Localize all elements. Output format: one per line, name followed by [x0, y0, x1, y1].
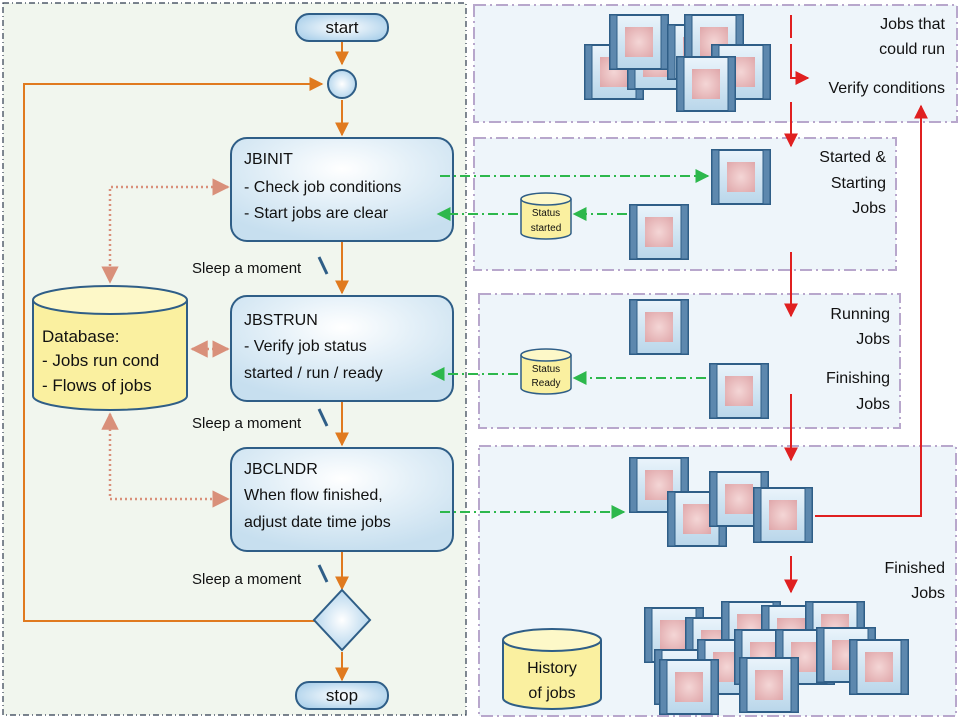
job-icon — [676, 56, 736, 112]
job-icon — [629, 299, 689, 355]
job-icon — [739, 657, 799, 713]
label-verify: Verify conditions — [828, 80, 945, 97]
history-line1: History — [527, 660, 577, 677]
database-line1: - Jobs run cond — [42, 351, 159, 370]
database-title: Database: — [42, 327, 120, 346]
state-transitions — [784, 15, 928, 594]
label-could-run-1: Jobs that — [880, 16, 945, 33]
label-running-1: Running — [830, 306, 890, 323]
status-ready-line2: Ready — [532, 378, 561, 389]
sleep-markers — [317, 256, 329, 583]
database-line2: - Flows of jobs — [42, 376, 152, 395]
status-started-line1: Status — [532, 208, 560, 219]
step-jbstrun — [230, 295, 454, 402]
step-jbstrun-line1: - Verify job status — [244, 338, 367, 355]
step-jbinit-line2: - Start jobs are clear — [244, 205, 389, 222]
label-could-run-2: could run — [879, 41, 945, 58]
job-icon — [609, 14, 669, 70]
database-links — [101, 178, 230, 508]
history-line2: of jobs — [528, 685, 575, 702]
step-jbstrun-line2: started / run / ready — [244, 365, 383, 382]
sleep-label-3: Sleep a moment — [192, 571, 302, 588]
label-started-3: Jobs — [852, 200, 886, 217]
job-icon — [709, 363, 769, 419]
status-started-cylinder — [520, 192, 572, 240]
step-jbinit-title: JBINIT — [244, 151, 293, 168]
loop-junction — [327, 69, 357, 99]
label-started-2: Starting — [831, 175, 886, 192]
start-label: start — [325, 18, 358, 37]
job-icon — [753, 487, 813, 543]
step-jbclndr-line2: adjust date time jobs — [244, 514, 391, 531]
job-icon — [711, 149, 771, 205]
label-finished-1: Finished — [885, 560, 945, 577]
sleep-label-2: Sleep a moment — [192, 415, 302, 432]
job-icon — [629, 204, 689, 260]
start-terminal — [295, 13, 389, 42]
label-running-2: Jobs — [856, 331, 890, 348]
job-icon — [849, 639, 909, 695]
label-finishing-2: Jobs — [856, 396, 890, 413]
job-icon — [659, 659, 719, 715]
database-cylinder — [32, 285, 188, 411]
step-jbstrun-title: JBSTRUN — [244, 312, 318, 329]
label-finished-2: Jobs — [911, 585, 945, 602]
end-decision — [312, 588, 372, 652]
stop-terminal — [295, 681, 389, 710]
step-jbclndr — [230, 447, 454, 552]
history-cylinder — [502, 628, 602, 710]
status-ready-cylinder — [520, 348, 572, 395]
status-ready-line1: Status — [532, 364, 560, 375]
status-started-line2: started — [531, 223, 562, 234]
label-started-1: Started & — [819, 149, 886, 166]
step-jbclndr-line1: When flow finished, — [244, 487, 383, 504]
stop-label: stop — [326, 686, 358, 705]
flow-connectors — [23, 40, 349, 682]
job-icons — [584, 14, 909, 715]
sleep-label-1: Sleep a moment — [192, 260, 302, 277]
label-finishing-1: Finishing — [826, 370, 890, 387]
step-jbclndr-title: JBCLNDR — [244, 461, 318, 478]
step-jbinit-line1: - Check job conditions — [244, 179, 401, 196]
step-jbinit — [230, 137, 454, 242]
status-connections — [430, 169, 710, 519]
